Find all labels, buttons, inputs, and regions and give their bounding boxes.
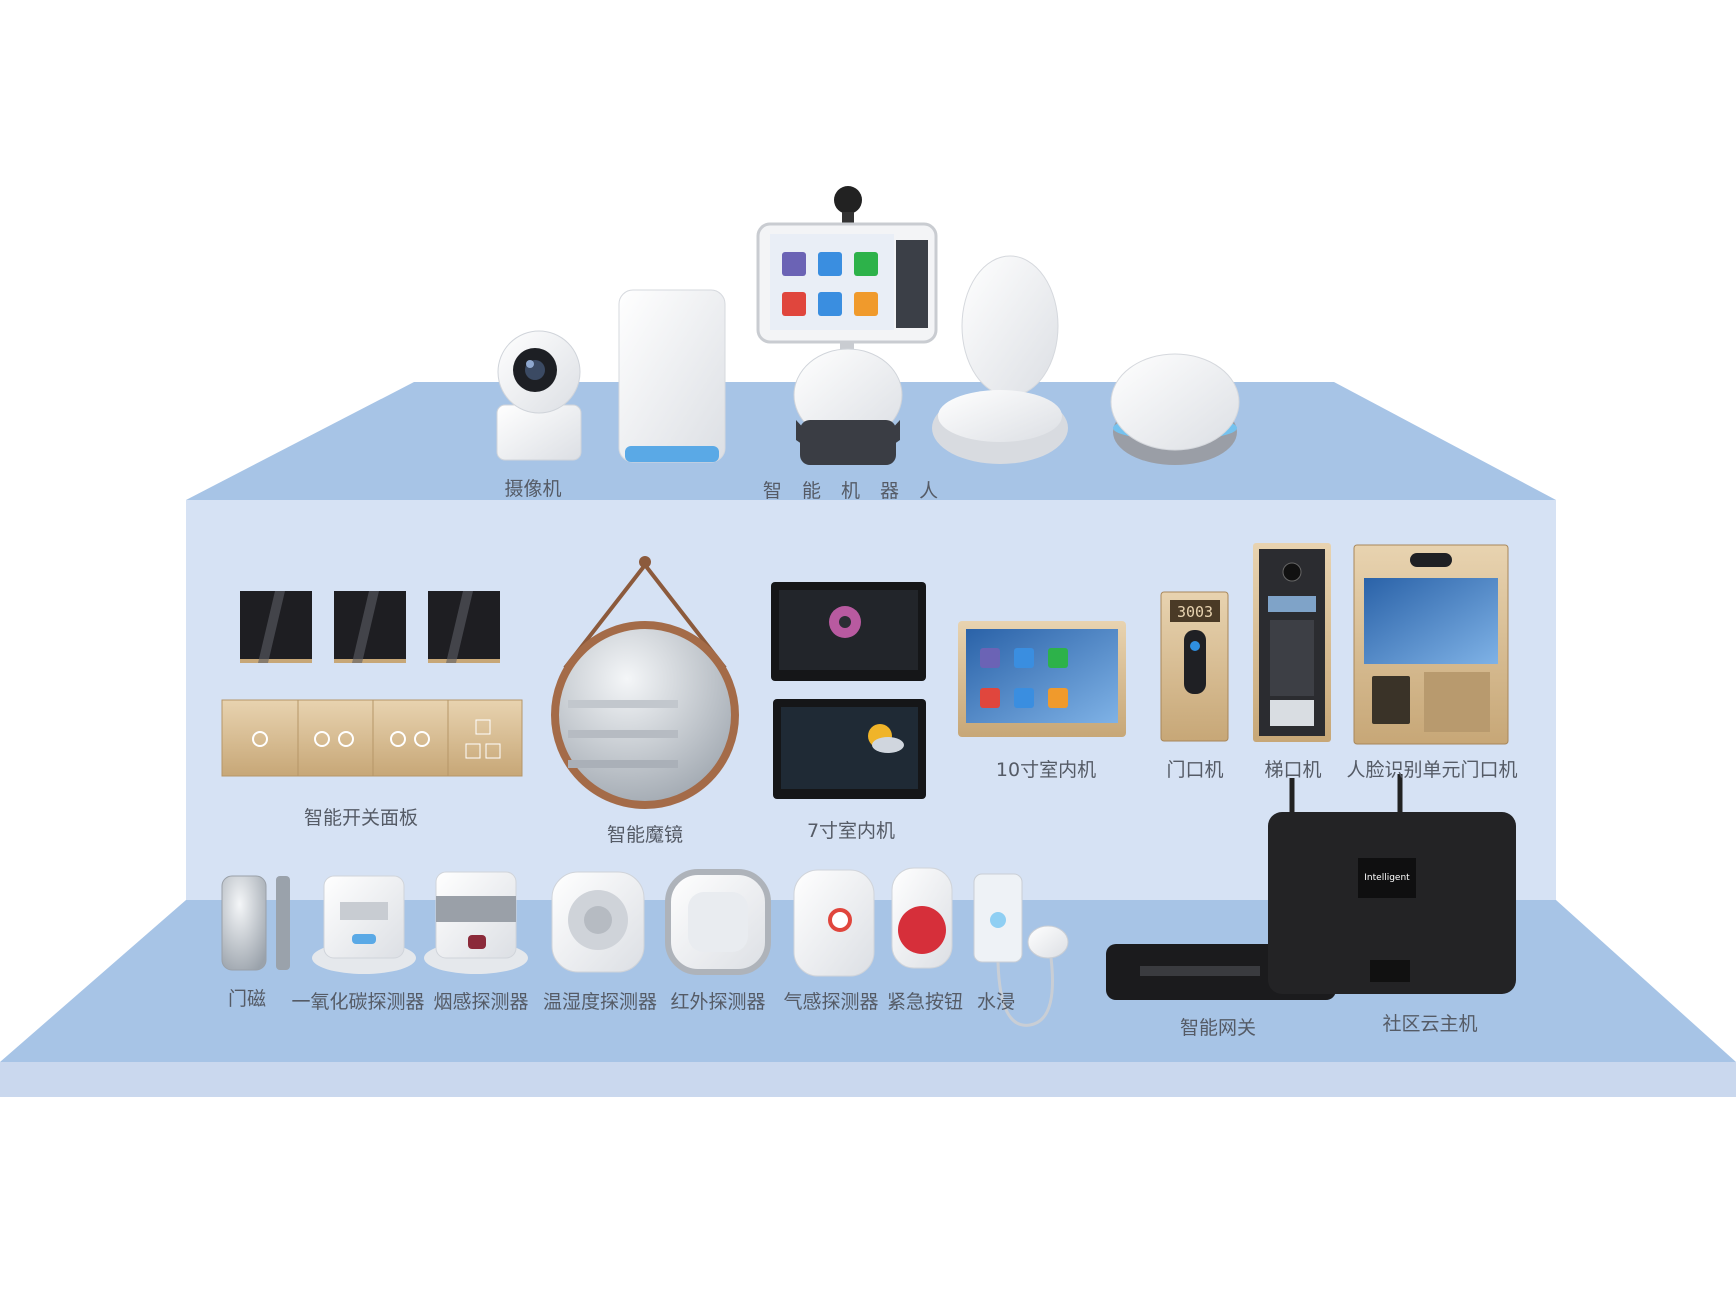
label-door-unit: 门口机 <box>1166 759 1224 781</box>
label-gas-detector: 气感探测器 <box>783 991 879 1013</box>
label-magic-mirror: 智能魔镜 <box>606 824 684 846</box>
tablet-icon <box>958 621 1126 737</box>
tablet-icon <box>771 582 926 799</box>
server-icon: Intelligent <box>1268 774 1516 994</box>
egg-speaker-icon <box>932 255 1068 464</box>
label-water-leak: 水浸 <box>976 991 1016 1013</box>
button-icon <box>891 867 953 969</box>
label-face-unit: 人脸识别单元门口机 <box>1346 759 1518 781</box>
intercom-icon <box>1353 544 1509 745</box>
label-cloud-host: 社区云主机 <box>1382 1013 1478 1035</box>
label-temp-detector: 温湿度探测器 <box>542 991 658 1013</box>
host-brand: Intelligent <box>1364 873 1410 883</box>
robot-icon <box>756 186 938 465</box>
label-ir-detector: 红外探测器 <box>670 991 766 1013</box>
label-door-magnet: 门磁 <box>227 988 267 1010</box>
label-gateway: 智能网关 <box>1179 1017 1257 1039</box>
switch-icon <box>221 591 523 777</box>
label-robot: 智 能 机 器 人 <box>762 480 946 502</box>
label-indoor-7: 7寸室内机 <box>806 820 896 842</box>
label-emergency-button: 紧急按钮 <box>886 991 964 1013</box>
label-smoke-detector: 烟感探测器 <box>433 991 529 1013</box>
camera-icon <box>496 330 582 461</box>
dome-speaker-icon <box>1110 353 1240 465</box>
keypad-icon <box>1253 543 1331 742</box>
mirror-icon <box>551 556 739 809</box>
intercom-icon: 3003 <box>1160 591 1229 742</box>
label-camera: 摄像机 <box>504 478 562 500</box>
floor-base <box>0 1062 1736 1097</box>
label-switch-panel: 智能开关面板 <box>303 807 419 829</box>
room-number: 3003 <box>1177 603 1213 621</box>
sensor-icon <box>221 869 1069 1027</box>
label-ladder-unit: 梯口机 <box>1264 759 1322 781</box>
label-indoor-10: 10寸室内机 <box>995 759 1097 781</box>
speaker-icon <box>618 289 726 463</box>
label-co-detector: 一氧化碳探测器 <box>291 991 425 1013</box>
